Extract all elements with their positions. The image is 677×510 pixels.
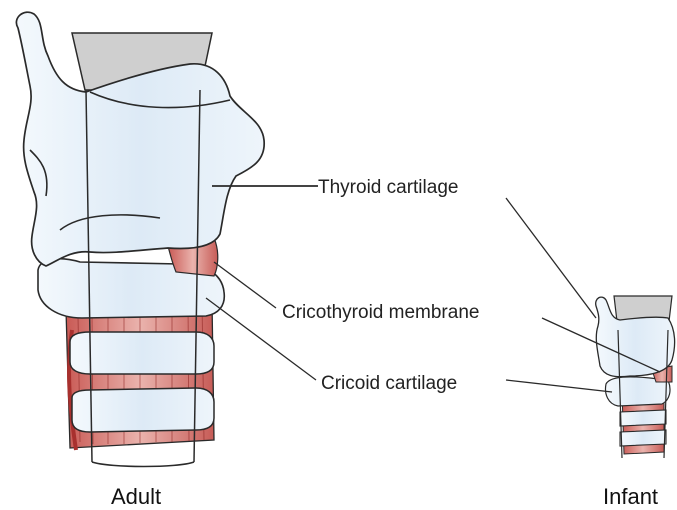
infant-tracheal-ring-2 <box>620 430 666 446</box>
adult-tracheal-ring-2 <box>72 388 214 432</box>
infant-larynx <box>596 296 675 458</box>
cricoid-cartilage-label: Cricoid cartilage <box>321 373 457 394</box>
thyroid-cartilage-label: Thyroid cartilage <box>318 177 458 198</box>
infant-caption: Infant <box>603 484 658 509</box>
leader-lines <box>206 186 660 392</box>
adult-caption: Adult <box>111 484 161 509</box>
adult-tube-bottom <box>92 462 194 467</box>
cricoid-leader-infant <box>506 380 612 392</box>
thyroid-leader-infant <box>506 198 596 318</box>
cricothyroid-membrane-label: Cricothyroid membrane <box>282 302 479 323</box>
infant-tracheal-ring-1 <box>620 410 666 426</box>
adult-larynx <box>16 12 264 466</box>
adult-tracheal-ring-1 <box>70 332 214 374</box>
